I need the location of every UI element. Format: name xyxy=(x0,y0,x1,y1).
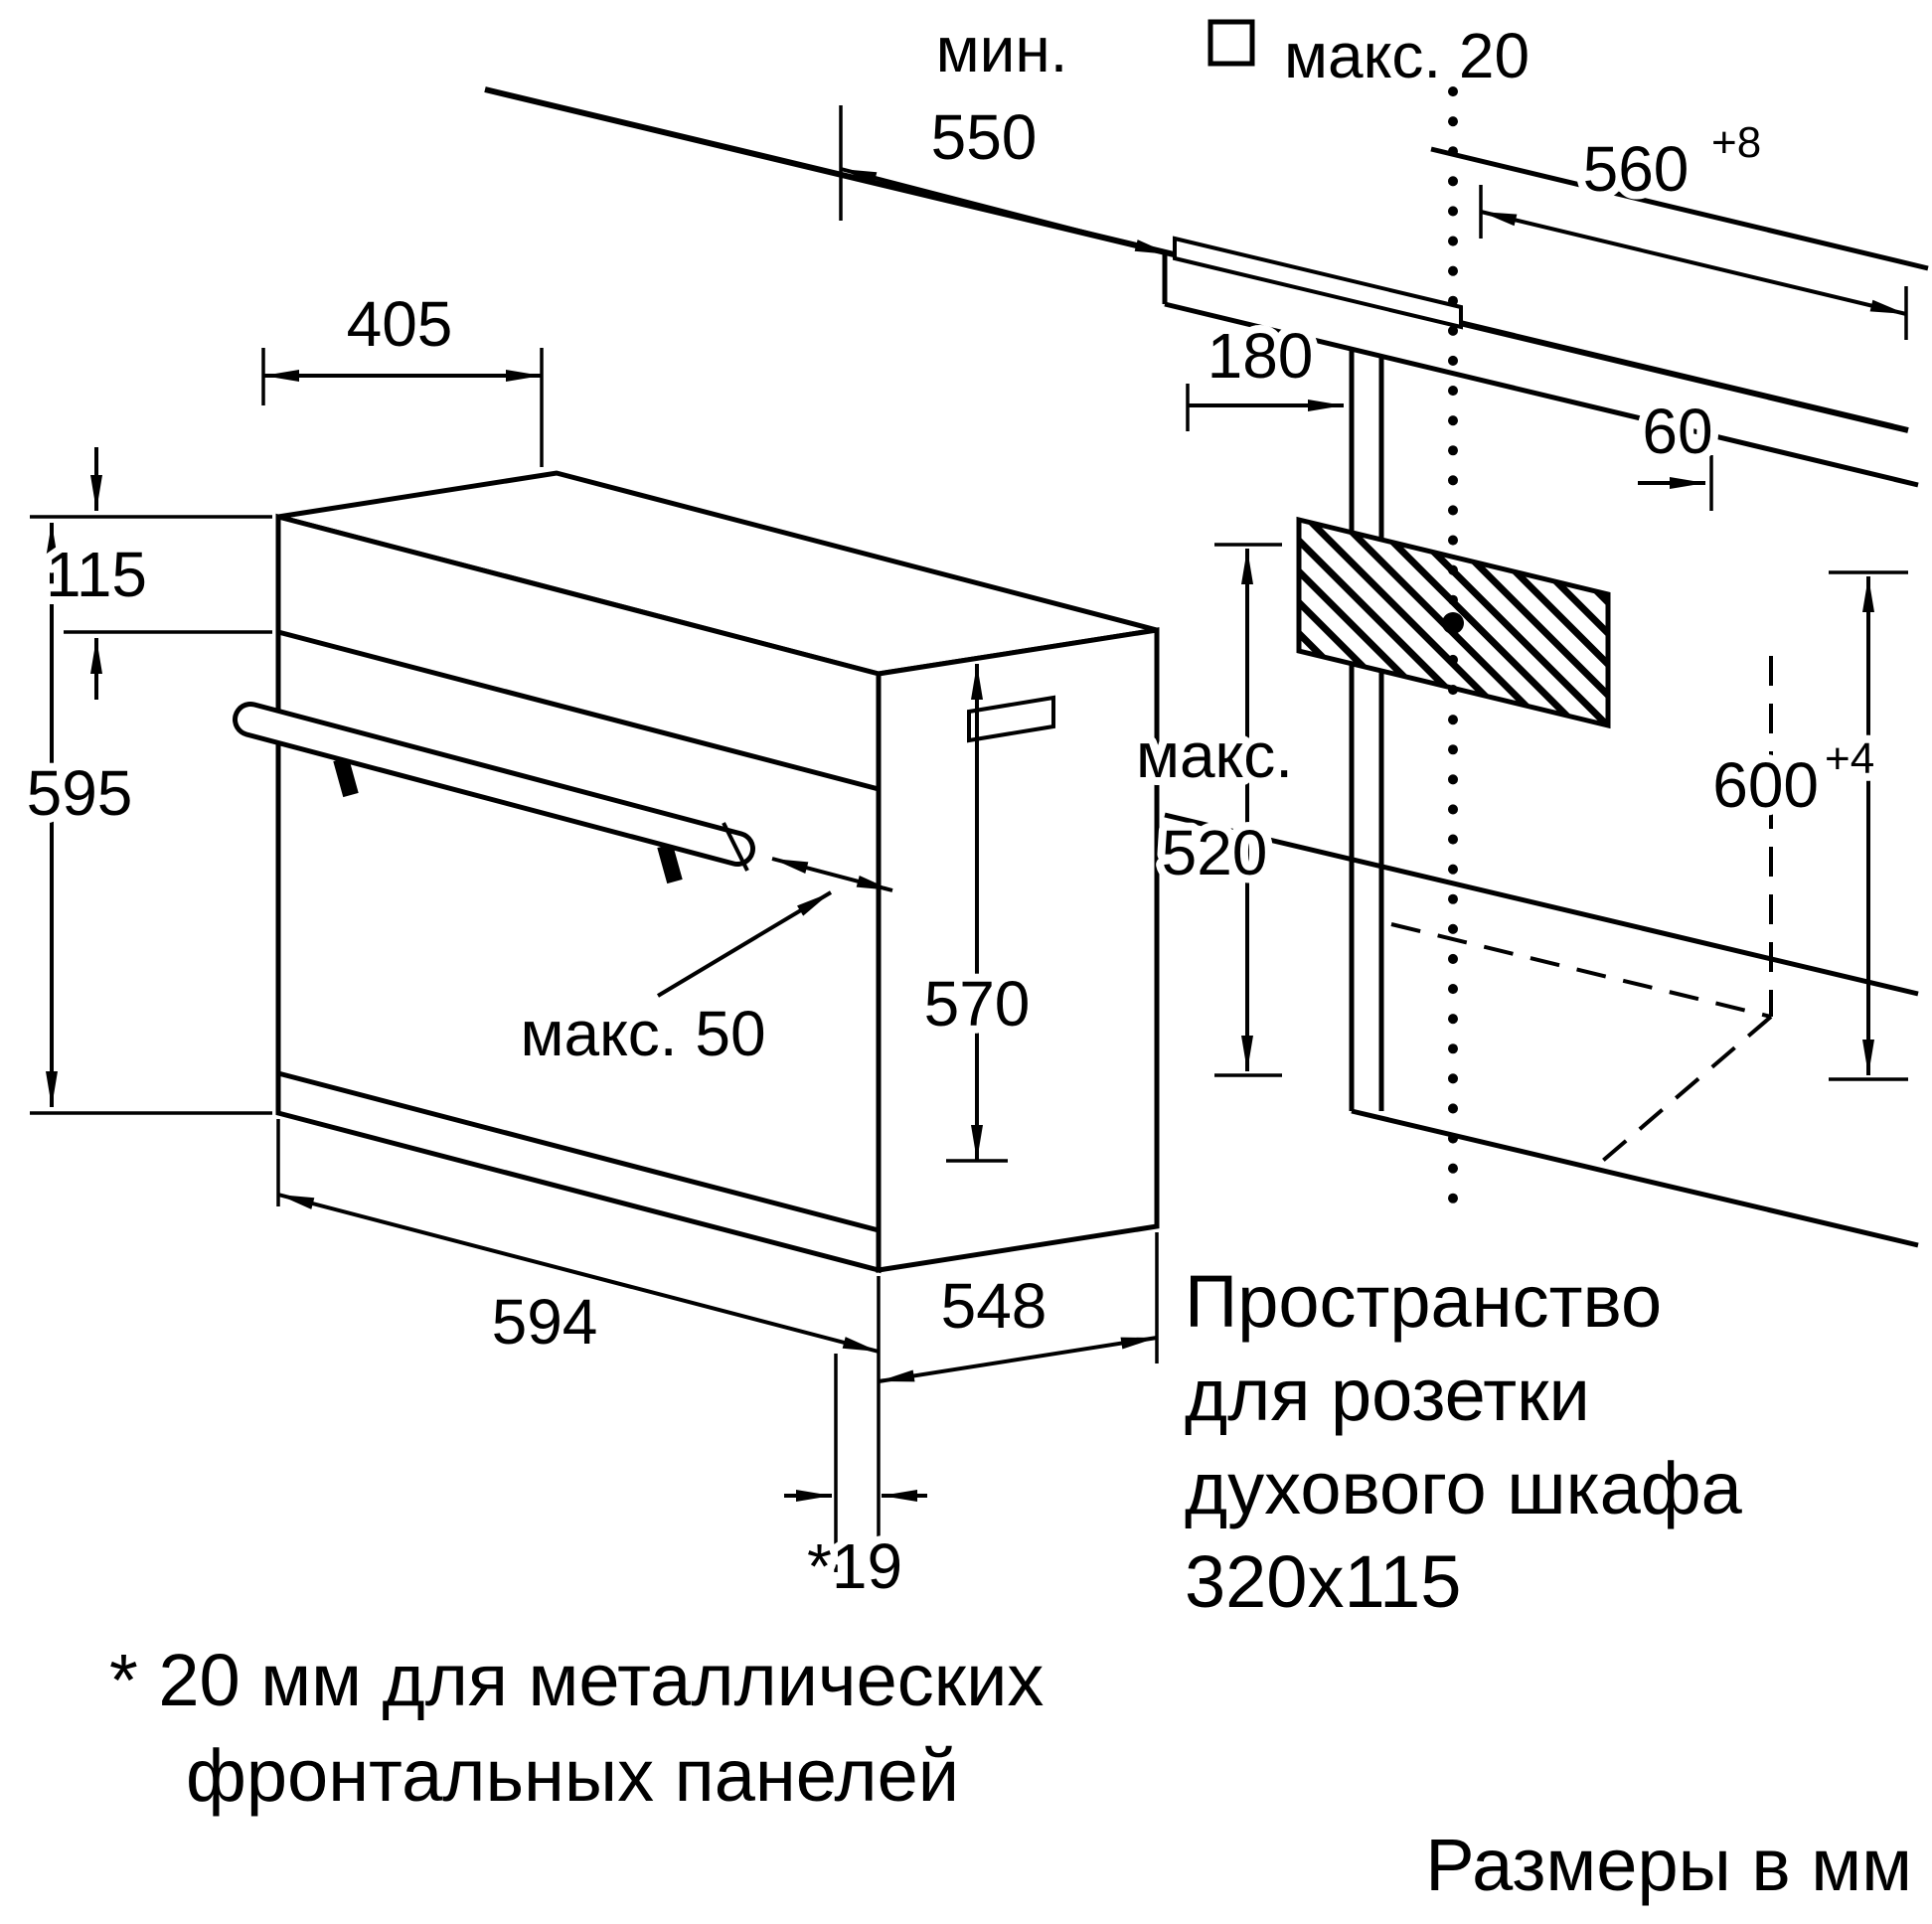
dimension-max-50 xyxy=(656,857,893,998)
niche-dashed-back-bottom-edge xyxy=(1390,922,1772,1019)
socket-note-line-2: для розетки xyxy=(1185,1354,1590,1436)
dimension-548 xyxy=(878,1232,1159,1383)
dimension-min-550 xyxy=(839,105,1172,256)
label-maks: макс. xyxy=(1136,720,1293,791)
socket-note-line-4: 320x115 xyxy=(1185,1540,1461,1623)
label-520: 520 xyxy=(1162,817,1268,888)
label-115: 115 xyxy=(46,539,147,610)
oven xyxy=(233,470,1160,1274)
label-595: 595 xyxy=(27,757,133,829)
label-max-20: макс. 20 xyxy=(1284,20,1530,91)
oven-handle-end-cap xyxy=(722,822,749,872)
label-180: 180 xyxy=(1208,320,1314,392)
footnote-line-2: фронтальных панелей xyxy=(186,1734,959,1817)
label-570: 570 xyxy=(924,968,1031,1040)
square-symbol xyxy=(1208,19,1255,67)
dim-line-560 xyxy=(1480,210,1907,316)
niche-floor-front-edge xyxy=(1164,812,1919,997)
label-550: 550 xyxy=(931,101,1038,173)
label-594: 594 xyxy=(492,1286,598,1358)
niche-dashed-depth-edge xyxy=(1596,1015,1773,1167)
dimension-405 xyxy=(261,348,544,467)
dimension-570 xyxy=(946,664,1008,1163)
counter-underside-edge xyxy=(1164,301,1919,488)
dimension-600 xyxy=(1829,570,1908,1081)
label-560-tolerance: +8 xyxy=(1711,118,1761,167)
oven-control-panel-line xyxy=(277,629,880,792)
socket-note-line-1: Пространство xyxy=(1185,1260,1662,1343)
label-max-50: макс. 50 xyxy=(520,998,765,1069)
handle-bracket-left xyxy=(333,756,359,798)
cabinet-structure xyxy=(484,86,1929,1248)
label-19: *19 xyxy=(807,1530,902,1602)
handle-bracket-right xyxy=(657,843,683,884)
dim-line-550 xyxy=(840,167,1172,256)
label-600-tolerance: +4 xyxy=(1825,734,1874,783)
label-60: 60 xyxy=(1642,396,1712,467)
oven-handle-fill xyxy=(238,707,750,862)
cabinet-base-front-edge xyxy=(1351,1108,1919,1248)
dimension-595 xyxy=(30,515,272,1115)
dimension-max-520 xyxy=(1214,543,1282,1077)
oven-vent-slot xyxy=(967,695,1055,743)
dimension-180 xyxy=(1186,384,1344,431)
units-note: Размеры в мм xyxy=(1425,1824,1912,1906)
dim-line-594 xyxy=(277,1193,880,1354)
label-600: 600 xyxy=(1712,749,1819,821)
dimension-560 xyxy=(1479,185,1908,340)
label-548: 548 xyxy=(941,1270,1047,1342)
dimension-19 xyxy=(784,1354,927,1572)
vent-gap-strip xyxy=(1173,236,1463,330)
dimension-594 xyxy=(276,1119,881,1570)
socket-position-dot xyxy=(1442,612,1464,634)
dimension-60 xyxy=(1638,455,1713,511)
footnote-line-1: * 20 мм для металлических xyxy=(109,1639,1044,1721)
oven-front-face xyxy=(275,513,882,1274)
dim-line-548 xyxy=(878,1336,1158,1383)
socket-note-line-3: духового шкафа xyxy=(1185,1447,1743,1529)
label-min: мин. xyxy=(936,14,1068,85)
label-405: 405 xyxy=(347,288,453,360)
leader-arrow-max-50 xyxy=(656,890,833,998)
label-560: 560 xyxy=(1583,133,1690,205)
dim-arrow-handle-depth xyxy=(771,857,893,892)
